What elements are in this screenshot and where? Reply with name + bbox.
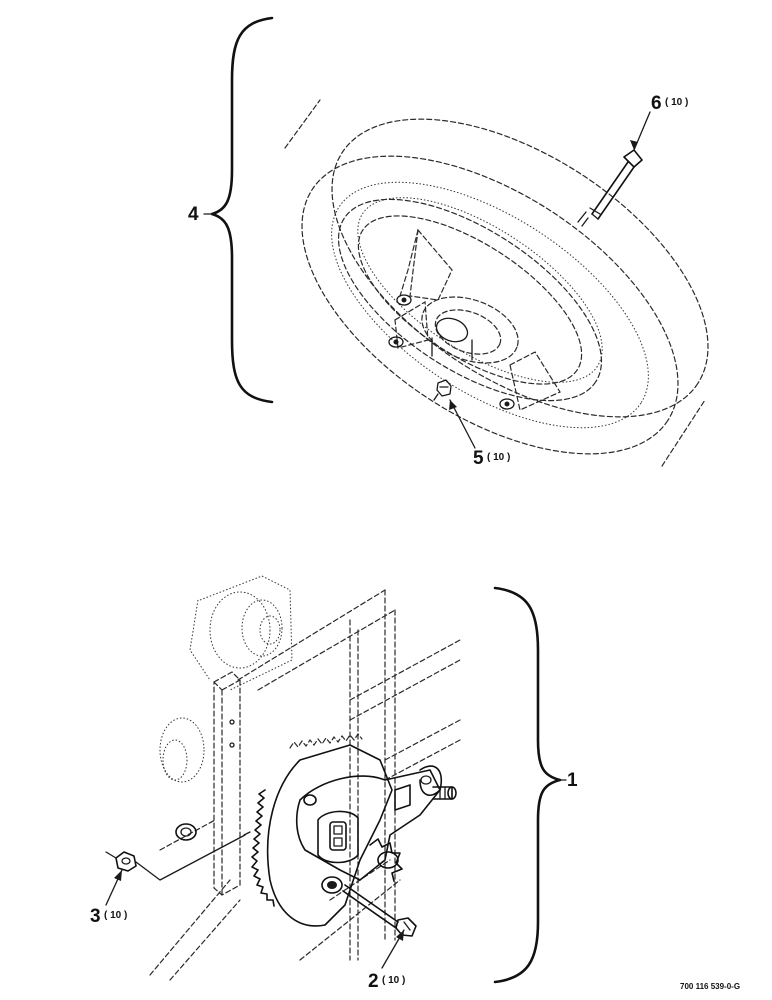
leaders-upper bbox=[203, 111, 651, 449]
drive-stub-shaft bbox=[432, 786, 457, 800]
callout-1-number: 1 bbox=[567, 770, 578, 791]
callout-4-number: 4 bbox=[188, 204, 199, 225]
callout-2-qty: ( 10 ) bbox=[382, 975, 405, 986]
wheel-spoke-brackets bbox=[388, 228, 561, 411]
callout-3-qty: ( 10 ) bbox=[104, 910, 127, 921]
drive-fitting bbox=[175, 823, 197, 841]
leaders-lower bbox=[105, 831, 405, 969]
drive-hub bbox=[317, 810, 359, 864]
callout-5-number: 5 bbox=[473, 448, 484, 469]
callout-3: 3 ( 10 ) bbox=[90, 906, 127, 927]
wheel-nut bbox=[433, 379, 452, 401]
wheel-rim bbox=[337, 197, 603, 402]
drive-nut bbox=[105, 851, 137, 872]
callout-2: 2 ( 10 ) bbox=[368, 971, 405, 992]
callout-1: 1 bbox=[567, 770, 578, 791]
drive-assembly bbox=[105, 575, 461, 981]
brace-item-4 bbox=[210, 16, 274, 404]
wheel-bolt bbox=[577, 149, 643, 227]
brace-item-1 bbox=[493, 586, 562, 984]
callout-2-number: 2 bbox=[368, 971, 379, 992]
drawing-number: 700 116 539-0-G bbox=[680, 982, 740, 991]
callout-5: 5 ( 10 ) bbox=[473, 448, 510, 469]
drive-idler bbox=[159, 575, 293, 783]
drive-bolt bbox=[342, 884, 417, 937]
drive-upright bbox=[213, 671, 241, 896]
drive-collar bbox=[321, 876, 343, 894]
wheel-assembly bbox=[284, 99, 709, 467]
wheel-hub bbox=[421, 296, 519, 364]
callout-3-number: 3 bbox=[90, 906, 101, 927]
drive-frame bbox=[149, 589, 461, 981]
callout-5-qty: ( 10 ) bbox=[487, 452, 510, 463]
callout-6-qty: ( 10 ) bbox=[665, 97, 688, 108]
callout-4: 4 bbox=[188, 204, 199, 225]
callout-6-number: 6 bbox=[651, 93, 662, 114]
wheel-tire bbox=[284, 99, 709, 467]
callout-6: 6 ( 10 ) bbox=[651, 93, 688, 114]
